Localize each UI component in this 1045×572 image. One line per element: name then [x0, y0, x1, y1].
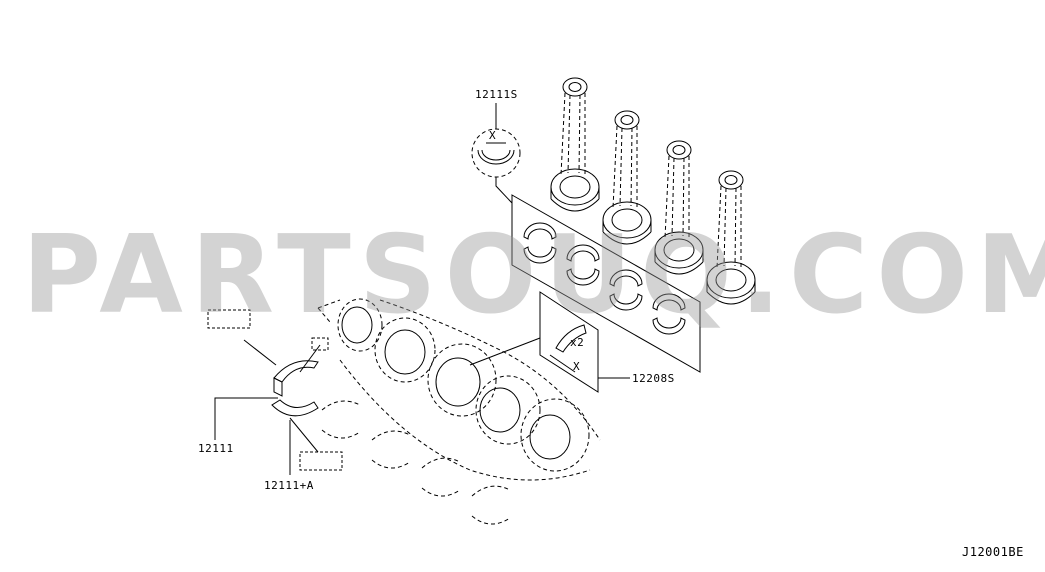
blank-label-box-3	[299, 451, 343, 471]
rod-bearing-pair-3[interactable]	[609, 269, 643, 311]
label-12111-a[interactable]: 12111+A	[264, 479, 314, 492]
blank-label-box-1	[207, 309, 251, 329]
label-dim-x-thrust: X	[573, 360, 581, 373]
label-dim-x-top: X	[489, 129, 497, 142]
lower-main-bearings	[321, 400, 511, 525]
rod-bearing-pair-4[interactable]	[652, 293, 686, 335]
label-thrust-qty: x2	[570, 336, 585, 349]
thrust-washer-set-box[interactable]	[469, 291, 630, 393]
rod-bearing-pair-1[interactable]	[523, 222, 557, 264]
main-bearing-pair[interactable]	[214, 339, 321, 475]
rod-bearing-set-box[interactable]	[511, 194, 701, 373]
connecting-rod-2[interactable]	[602, 110, 652, 245]
rod-bearing-pair-2[interactable]	[566, 244, 600, 286]
connecting-rod-4[interactable]	[706, 170, 756, 305]
connecting-rod-3[interactable]	[654, 140, 704, 275]
label-12111s[interactable]: 12111S	[475, 88, 518, 101]
blank-label-box-2	[311, 337, 329, 351]
crankshaft[interactable]	[317, 298, 601, 481]
label-12111[interactable]: 12111	[198, 442, 234, 455]
rod-bearing-detail-circle[interactable]	[471, 103, 521, 204]
watermark: PARTSOUQ.COM	[22, 213, 1045, 338]
diagram-code: J12001BE	[962, 545, 1024, 559]
connecting-rod-1[interactable]	[550, 77, 600, 212]
label-12208s[interactable]: 12208S	[632, 372, 675, 385]
